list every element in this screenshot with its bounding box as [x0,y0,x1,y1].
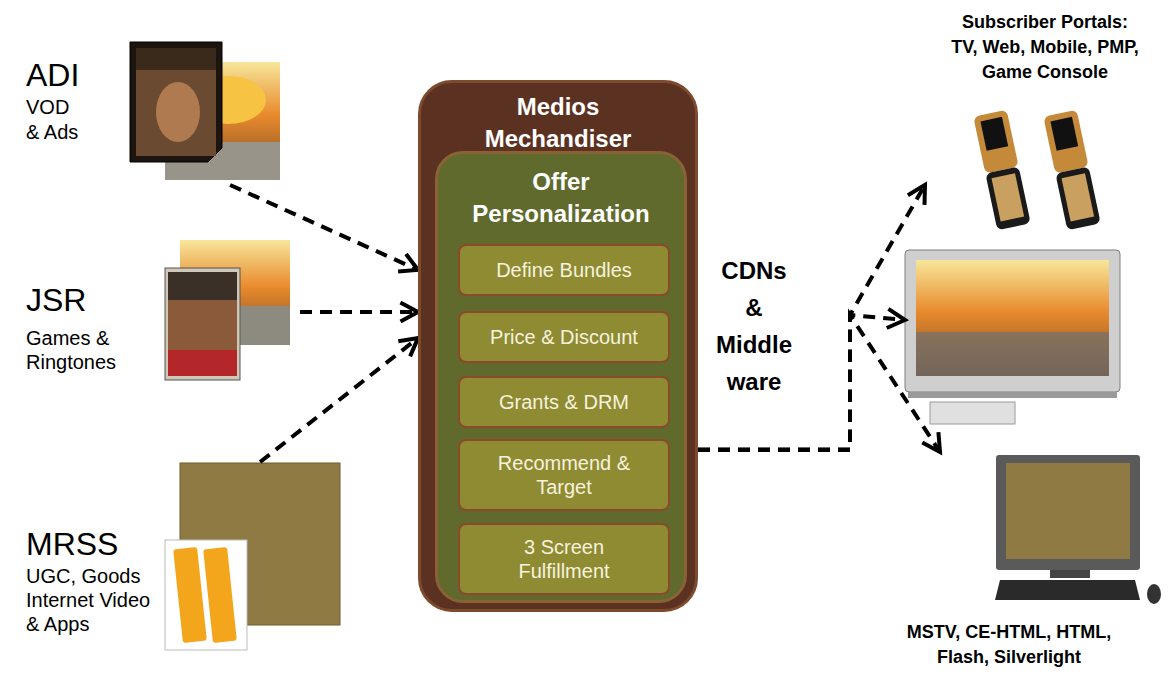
arrow-head [398,254,418,271]
ticket [203,547,237,643]
keyboard [995,580,1140,600]
node-title: ADI [26,55,136,95]
poster-art [136,48,216,156]
vod-posters [130,42,280,180]
node-title: Offer Personalization [454,166,669,230]
node-title: Define Bundles [464,258,664,282]
television [905,250,1120,424]
personalization-box: Offer PersonalizationDefine BundlesPrice… [435,151,687,603]
function-box: Grants & DRM [458,376,670,428]
dashed-arrow [230,185,418,271]
merchandiser-box: Medios MechandiserOffer PersonalizationD… [418,80,698,612]
node-title: Grants & DRM [464,390,664,414]
phone-keypad [992,173,1025,221]
network-label: CDNs & Middle ware [712,252,796,400]
internet-items [165,463,340,650]
phone-screen [1050,117,1078,151]
dashed-arrow [698,185,925,450]
cover-logo [168,350,237,376]
node-title: MSTV, CE-HTML, HTML, Flash, Silverlight [887,620,1132,670]
source-group: JSR Games & Ringtones [10,240,300,385]
source-group: MRSSUGC, Goods Internet Video & Apps [10,462,340,657]
set-top-box [930,402,1015,424]
tv-base [908,392,1117,398]
arrow-line [698,185,925,450]
phone-screen [980,117,1008,151]
movie-poster [130,42,222,162]
tv-screen [916,260,1109,376]
dashed-arrow [260,338,418,462]
node-title: MRSS [26,524,156,564]
phone-lid [1043,110,1088,174]
flip-phone [1043,110,1100,231]
cover-band [168,272,237,300]
arrow-head [400,302,418,321]
mouse [1147,584,1161,604]
arrow-line [230,185,418,270]
phone-lid [973,110,1018,174]
device-group: Subscriber Portals: TV, Web, Mobile, PMP… [925,6,1165,228]
node-title: JSR [26,280,136,320]
device-group [905,248,1125,428]
arrow-head [887,309,905,328]
tv-scene [916,332,1109,376]
node-subtitle: VOD & Ads [26,95,82,145]
source-group: ADIVOD & Ads [10,40,290,185]
phone-base [985,166,1030,230]
cover-art [168,300,237,350]
function-box: Price & Discount [458,311,670,363]
node-subtitle: UGC, Goods Internet Video & Apps [26,564,156,636]
monitor [996,455,1140,570]
function-box: Recommend & Target [458,439,670,511]
node-title: Recommend & Target [489,451,639,499]
dvd-cover [165,268,240,380]
node-title: 3 Screen Fulfillment [489,535,639,583]
ticket-card [165,540,247,650]
arrow-head [398,338,418,356]
phone-keypad [1062,173,1095,221]
node-subtitle: Games & Ringtones [26,326,121,374]
game-covers [165,240,290,380]
arrow-line [260,338,418,462]
tv-frame [905,250,1120,392]
monitor-screen [1006,463,1130,559]
poster-face [156,82,200,142]
arrow-head [908,185,925,205]
device-group: MSTV, CE-HTML, HTML, Flash, Silverlight [850,452,1168,677]
function-box: 3 Screen Fulfillment [458,523,670,595]
phone-base [1055,166,1100,230]
poster-band [136,48,216,70]
flip-phone [973,110,1030,231]
mobile-phones [973,110,1100,231]
monitor-stand [1050,570,1090,578]
ticket [173,547,207,643]
function-box: Define Bundles [458,244,670,296]
arrow-line [300,310,418,314]
node-title: Medios Mechandiser [473,91,643,155]
computer [995,455,1161,604]
node-title: Price & Discount [464,325,664,349]
dashed-arrow [300,302,418,321]
arrow-head [922,432,940,452]
node-title: Subscriber Portals: TV, Web, Mobile, PMP… [950,10,1140,85]
